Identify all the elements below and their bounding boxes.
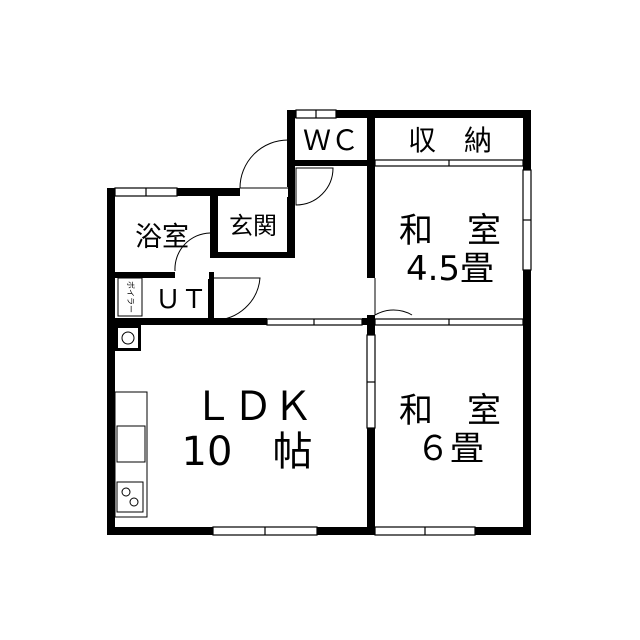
door-bath-swing: [174, 232, 211, 272]
kitchen-counter: [114, 391, 148, 518]
fixtures: [114, 277, 148, 518]
stove-icon: [116, 481, 144, 513]
windows: [114, 109, 532, 536]
wall-ldk-north-left: [107, 318, 267, 325]
wall-west: [107, 188, 115, 535]
wall-ut-east: [208, 272, 214, 322]
wall-central-lower: [367, 428, 375, 535]
door-entrance-swing: [239, 139, 289, 189]
door-wc-swing: [295, 167, 334, 206]
label-ldk-line1: ＬＤＫ: [193, 384, 313, 430]
door-ut-swing: [213, 277, 261, 321]
door-swings: [174, 139, 413, 321]
label-storage: 収 納: [408, 124, 492, 157]
label-boiler: ボイラー: [126, 281, 135, 313]
label-wc: ＷＣ: [303, 124, 359, 157]
opening-ut-bath: [175, 271, 209, 279]
wall-bath-south: [107, 272, 175, 278]
label-wa6-line2: ６畳: [416, 429, 484, 469]
wall-entrance-south: [210, 252, 295, 258]
burner-icon: [121, 487, 131, 497]
label-ut: ＵＴ: [155, 285, 207, 315]
wall-ldk-north-right: [362, 318, 374, 325]
wall-east: [523, 110, 531, 535]
opening-entrance-door: [240, 187, 288, 197]
boiler-box: [117, 277, 143, 317]
wall-top-north: [288, 110, 529, 118]
label-bath: 浴室: [135, 222, 189, 253]
door-wa45-swing: [374, 278, 413, 316]
wall-wc-east: [367, 110, 375, 162]
sink-icon: [116, 425, 146, 463]
wall-central-upper: [367, 160, 375, 278]
burner-icon: [129, 497, 139, 507]
wall-entrance-east: [287, 110, 295, 255]
label-ldk-line2: 10 帖: [182, 429, 313, 475]
wall-wc-south: [295, 160, 375, 166]
label-wa45-line2: 4.5畳: [406, 249, 494, 289]
column-inner: [118, 328, 138, 348]
column-circle-icon: [121, 331, 135, 345]
label-wa6-line1: 和 室: [399, 391, 501, 431]
wall-south: [107, 527, 531, 535]
wall-entrance-top-left: [210, 188, 240, 196]
label-entrance: 玄関: [229, 212, 277, 240]
openings: [118, 187, 288, 348]
label-wa45-line1: 和 室: [399, 211, 501, 251]
wall-bath-entrance: [210, 188, 218, 258]
